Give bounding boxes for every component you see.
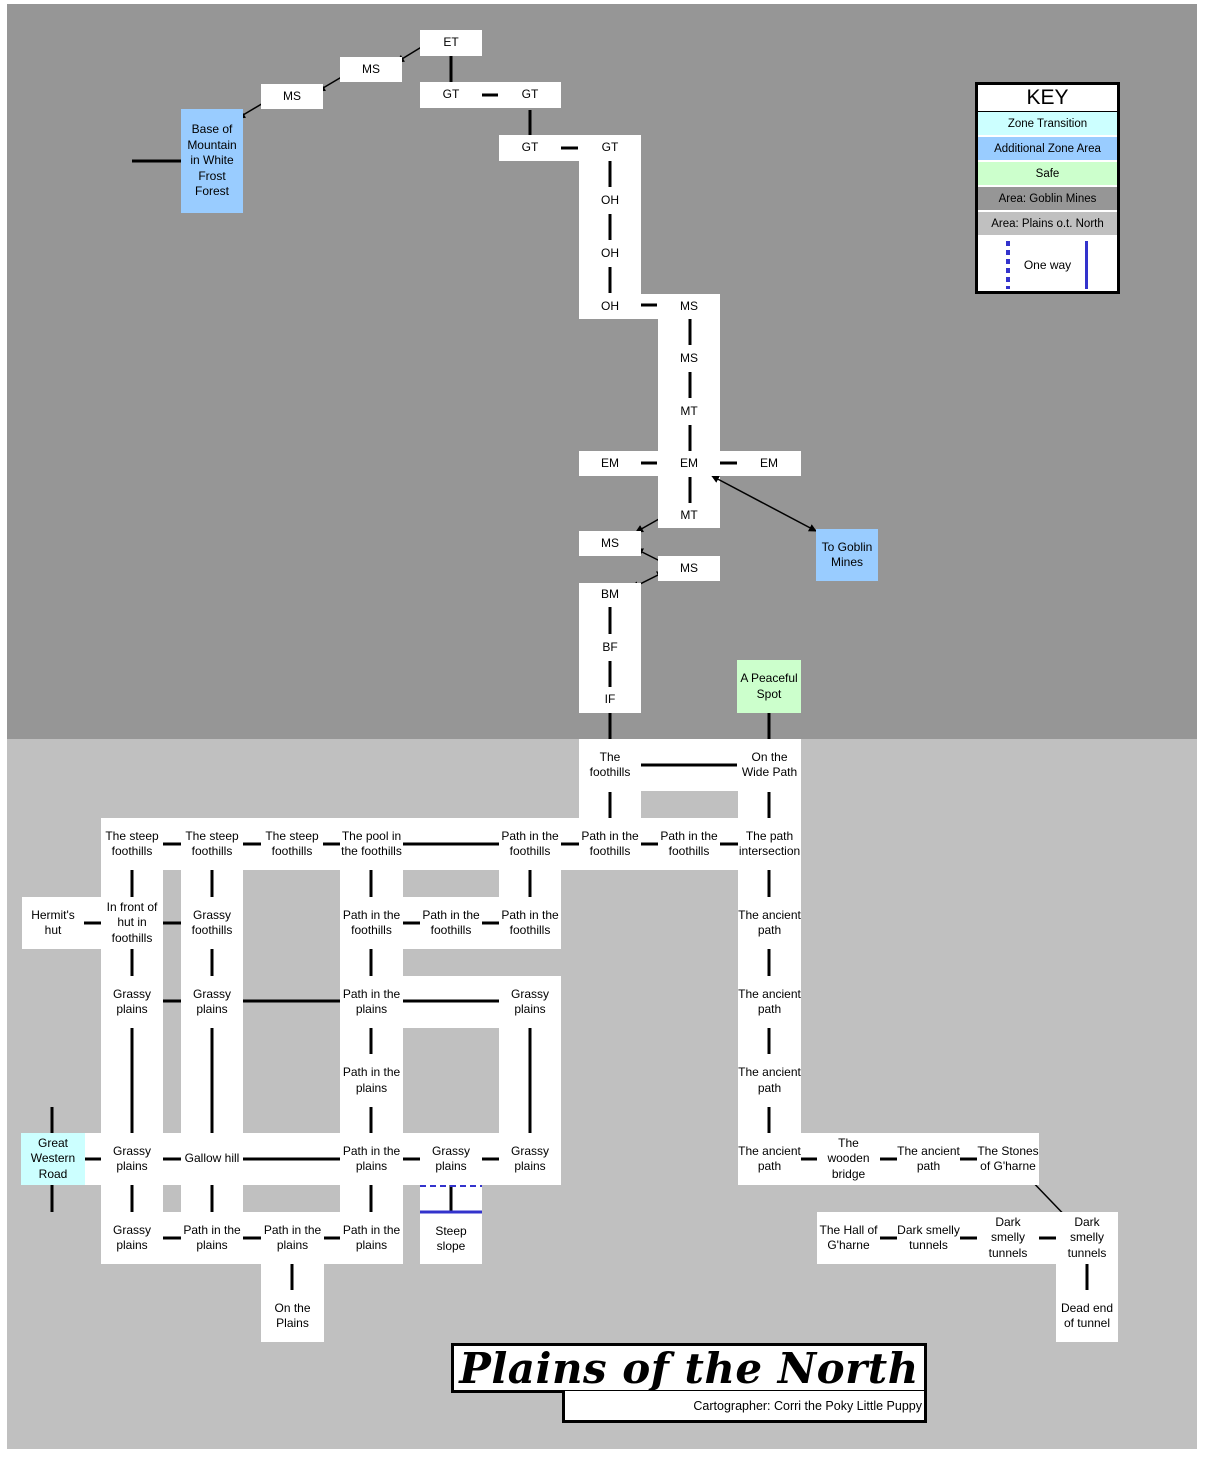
key-safe: Safe bbox=[978, 162, 1117, 187]
key-heading: KEY bbox=[978, 85, 1117, 112]
key-area-plains: Area: Plains o.t. North bbox=[978, 212, 1117, 237]
room-ms-low-1[interactable]: MS bbox=[579, 531, 641, 556]
room-grassy-plains-6[interactable]: Grassy plains bbox=[499, 1133, 561, 1185]
room-em-center[interactable]: EM bbox=[658, 451, 720, 476]
room-steep-foothills-1[interactable]: The steep foothills bbox=[101, 818, 163, 870]
room-stones-of-gharne[interactable]: The Stones of G'harne bbox=[977, 1133, 1039, 1185]
key-one-way-label: One way bbox=[1023, 258, 1072, 272]
room-mt-2[interactable]: MT bbox=[658, 503, 720, 528]
room-path-plains-6[interactable]: Path in the plains bbox=[340, 1212, 403, 1264]
room-steep-foothills-2[interactable]: The steep foothills bbox=[181, 818, 243, 870]
one-way-solid-marker bbox=[1085, 241, 1088, 289]
room-path-foothills-1[interactable]: Path in the foothills bbox=[499, 818, 561, 870]
room-oh-3[interactable]: OH bbox=[579, 294, 641, 319]
room-ms-top-2[interactable]: MS bbox=[340, 57, 402, 82]
room-path-plains-1[interactable]: Path in the plains bbox=[340, 976, 403, 1028]
room-ancient-path-2[interactable]: The ancient path bbox=[738, 976, 801, 1028]
room-to-goblin-mines[interactable]: To Goblin Mines bbox=[816, 529, 878, 581]
room-path-plains-4[interactable]: Path in the plains bbox=[181, 1212, 243, 1264]
room-front-of-hut[interactable]: In front of hut in foothills bbox=[101, 897, 163, 949]
room-grassy-plains-4[interactable]: Grassy plains bbox=[101, 1133, 163, 1185]
room-hall-of-gharne[interactable]: The Hall of G'harne bbox=[817, 1212, 880, 1264]
room-path-intersection[interactable]: The path intersection bbox=[738, 818, 801, 870]
room-path-foothills-5[interactable]: Path in the foothills bbox=[420, 897, 482, 949]
room-ancient-path-1[interactable]: The ancient path bbox=[738, 897, 801, 949]
room-grassy-plains-7[interactable]: Grassy plains bbox=[101, 1212, 163, 1264]
room-grassy-plains-5[interactable]: Grassy plains bbox=[420, 1133, 482, 1185]
key-zone-transition: Zone Transition bbox=[978, 112, 1117, 137]
room-path-plains-5[interactable]: Path in the plains bbox=[261, 1212, 324, 1264]
room-gt-1[interactable]: GT bbox=[420, 82, 482, 108]
room-dark-tunnels-2[interactable]: Dark smelly tunnels bbox=[977, 1212, 1039, 1264]
room-et[interactable]: ET bbox=[420, 30, 482, 56]
map-title-box: Plains of the North bbox=[451, 1343, 927, 1393]
room-steep-foothills-3[interactable]: The steep foothills bbox=[261, 818, 323, 870]
room-gallow-hill[interactable]: Gallow hill bbox=[181, 1133, 243, 1185]
room-grassy-foothills[interactable]: Grassy foothills bbox=[181, 897, 243, 949]
room-gt-2[interactable]: GT bbox=[499, 82, 561, 108]
room-path-foothills-4[interactable]: Path in the foothills bbox=[340, 897, 403, 949]
room-gt-4[interactable]: GT bbox=[579, 135, 641, 161]
room-dark-tunnels-3[interactable]: Dark smelly tunnels bbox=[1056, 1212, 1118, 1264]
room-bm[interactable]: BM bbox=[579, 583, 641, 607]
key-area-goblin-mines: Area: Goblin Mines bbox=[978, 187, 1117, 212]
room-bf[interactable]: BF bbox=[579, 634, 641, 661]
room-path-foothills-6[interactable]: Path in the foothills bbox=[499, 897, 561, 949]
room-on-the-wide-path[interactable]: On the Wide Path bbox=[738, 739, 801, 791]
room-gt-3[interactable]: GT bbox=[499, 135, 561, 161]
room-ms-low-2[interactable]: MS bbox=[658, 556, 720, 581]
room-dark-tunnels-1[interactable]: Dark smelly tunnels bbox=[897, 1212, 960, 1264]
key-additional-zone-area: Additional Zone Area bbox=[978, 137, 1117, 162]
room-great-western-road[interactable]: Great Western Road bbox=[21, 1133, 85, 1185]
room-hermits-hut[interactable]: Hermit's hut bbox=[22, 897, 84, 949]
room-base-of-mountain[interactable]: Base of Mountain in White Frost Forest bbox=[181, 109, 243, 213]
room-em-left[interactable]: EM bbox=[579, 451, 641, 476]
key-one-way: One way bbox=[978, 237, 1117, 293]
room-ancient-path-4[interactable]: The ancient path bbox=[738, 1133, 801, 1185]
room-if[interactable]: IF bbox=[579, 687, 641, 713]
room-steep-slope[interactable]: Steep slope bbox=[420, 1214, 482, 1264]
room-grassy-plains-3[interactable]: Grassy plains bbox=[499, 976, 561, 1028]
map-title: Plains of the North bbox=[459, 1343, 919, 1393]
room-oh-1[interactable]: OH bbox=[579, 187, 641, 214]
room-on-the-plains[interactable]: On the Plains bbox=[261, 1290, 324, 1342]
room-the-foothills[interactable]: The foothills bbox=[579, 739, 641, 791]
room-mt-1[interactable]: MT bbox=[658, 398, 720, 425]
room-dead-end-of-tunnel[interactable]: Dead end of tunnel bbox=[1056, 1290, 1118, 1342]
map-key: KEY Zone Transition Additional Zone Area… bbox=[975, 82, 1120, 294]
map-credit-box: Cartographer: Corri the Poky Little Pupp… bbox=[562, 1391, 927, 1423]
room-em-right[interactable]: EM bbox=[738, 451, 800, 476]
room-ms-mid-2[interactable]: MS bbox=[658, 345, 720, 372]
room-path-foothills-2[interactable]: Path in the foothills bbox=[579, 818, 641, 870]
room-pool-in-foothills[interactable]: The pool in the foothills bbox=[340, 818, 403, 870]
room-grassy-plains-1[interactable]: Grassy plains bbox=[101, 976, 163, 1028]
arrow-connector bbox=[711, 475, 817, 532]
one-way-marker bbox=[420, 1183, 482, 1214]
room-ms-top-1[interactable]: MS bbox=[261, 84, 323, 109]
room-wooden-bridge[interactable]: The wooden bridge bbox=[817, 1133, 880, 1185]
room-oh-2[interactable]: OH bbox=[579, 240, 641, 267]
map-credit: Cartographer: Corri the Poky Little Pupp… bbox=[693, 1398, 922, 1413]
room-a-peaceful-spot[interactable]: A Peaceful Spot bbox=[737, 660, 801, 713]
room-path-foothills-3[interactable]: Path in the foothills bbox=[658, 818, 720, 870]
room-ancient-path-3[interactable]: The ancient path bbox=[738, 1054, 801, 1107]
room-grassy-plains-2[interactable]: Grassy plains bbox=[181, 976, 243, 1028]
room-ms-mid-1[interactable]: MS bbox=[658, 294, 720, 319]
room-ancient-path-5[interactable]: The ancient path bbox=[897, 1133, 960, 1185]
room-path-plains-2[interactable]: Path in the plains bbox=[340, 1054, 403, 1107]
room-path-plains-3[interactable]: Path in the plains bbox=[340, 1133, 403, 1185]
one-way-dashed-marker bbox=[1006, 241, 1010, 289]
